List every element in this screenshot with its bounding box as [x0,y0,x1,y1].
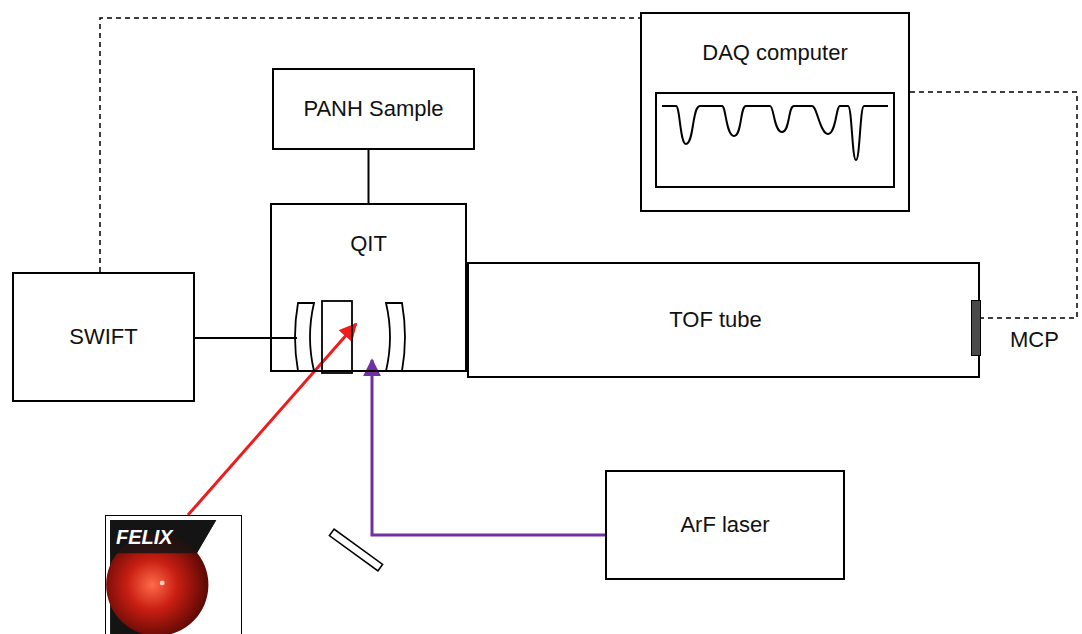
signal-connector [910,92,1077,318]
trap-electrodes [272,205,465,370]
felix-logo-box: FELIX [105,515,242,634]
ion-trap-box: QIT [270,203,467,372]
laser-box: ArF laser [605,470,845,580]
mirror [329,529,382,571]
tof-tube-box: TOF tube [467,262,980,378]
connector-line [195,337,297,339]
daq-computer-box: DAQ computer [640,12,910,212]
node-label: TOF tube [669,307,762,332]
node-label: PANH Sample [303,96,443,121]
connector-line [368,150,370,203]
beam-arrow [372,360,605,535]
signal-connector [100,18,640,272]
node-label: SWIFT [69,324,137,349]
sample-box: PANH Sample [272,68,475,150]
node-label: DAQ computer [702,40,848,65]
swift-box: SWIFT [12,272,195,402]
node-label: QIT [350,231,387,256]
node-label: MCP [1008,327,1061,352]
node-label: FELIX [116,526,173,549]
beam-arrow [188,324,356,515]
node-label: ArF laser [680,512,769,537]
mcp-plate: MCP [971,300,981,356]
